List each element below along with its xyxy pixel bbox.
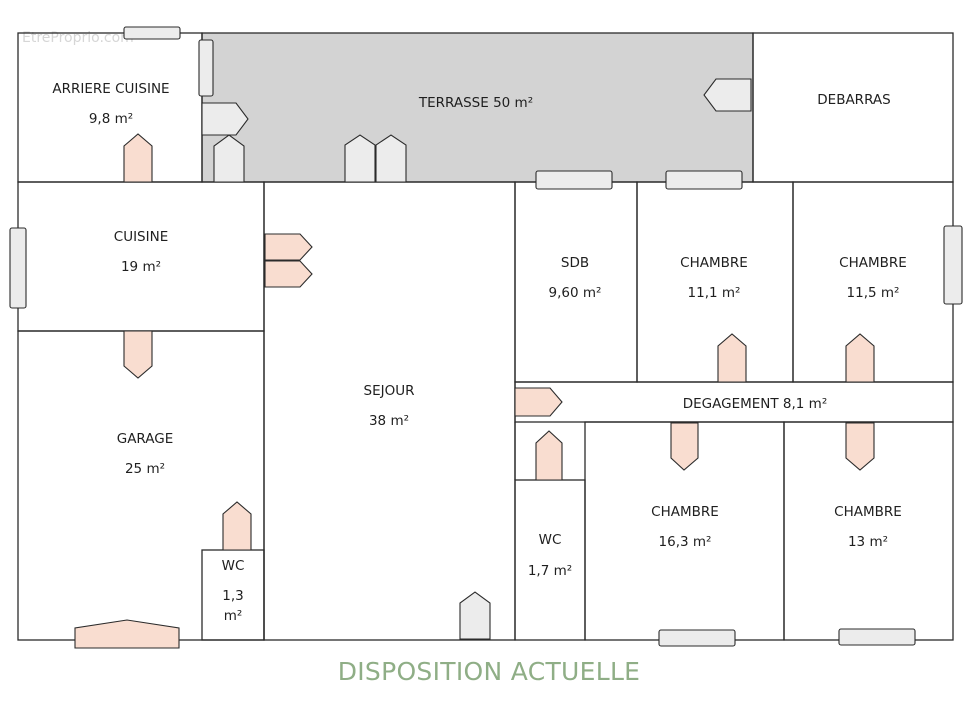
door-icon <box>459 591 491 640</box>
window <box>943 225 963 305</box>
door-icon <box>703 78 752 112</box>
door-icon <box>123 133 153 183</box>
label-garage: GARAGE <box>117 431 174 447</box>
door-icon <box>514 387 563 417</box>
room-wc <box>514 479 586 641</box>
area-sdb: 9,60 m² <box>549 285 602 301</box>
door-icon <box>535 430 563 481</box>
door-icon <box>123 330 153 379</box>
door-icon <box>201 102 249 136</box>
door-icon <box>222 501 252 551</box>
garage-door-icon <box>74 619 180 649</box>
area-sejour: 38 m² <box>369 413 409 429</box>
door-icon <box>344 134 376 183</box>
window <box>9 227 27 309</box>
label-terrasse: TERRASSE 50 m² <box>418 95 533 111</box>
room-cuisine <box>17 181 265 332</box>
label-wc-garage: WC <box>222 558 245 574</box>
label-debarras: DEBARRAS <box>817 92 890 108</box>
window <box>665 170 743 190</box>
label-sdb: SDB <box>561 255 589 271</box>
window <box>658 629 736 647</box>
door-icon <box>717 333 747 383</box>
area-wc: 1,7 m² <box>528 563 572 579</box>
area-chambre-4: 13 m² <box>848 534 888 550</box>
area-arriere-cuisine: 9,8 m² <box>89 111 133 127</box>
window <box>535 170 613 190</box>
area-wc-garage-line2: m² <box>224 608 243 624</box>
label-chambre-4: CHAMBRE <box>834 504 902 520</box>
door-icon <box>375 134 407 183</box>
door-icon <box>670 422 699 471</box>
area-cuisine: 19 m² <box>121 259 161 275</box>
room-arriere-cuisine <box>17 32 203 183</box>
area-chambre-2: 11,5 m² <box>847 285 900 301</box>
label-degagement: DEGAGEMENT 8,1 m² <box>683 396 828 412</box>
window <box>198 39 214 97</box>
label-sejour: SEJOUR <box>364 383 415 399</box>
room-chambre-1 <box>636 181 794 383</box>
label-wc: WC <box>539 532 562 548</box>
area-garage: 25 m² <box>125 461 165 477</box>
label-cuisine: CUISINE <box>114 229 168 245</box>
door-icon <box>213 134 245 183</box>
door-icon <box>845 333 875 383</box>
window <box>838 628 916 646</box>
window <box>123 26 181 40</box>
door-icon <box>264 260 313 288</box>
label-arriere-cuisine: ARRIERE CUISINE <box>52 81 169 97</box>
room-sdb <box>514 181 638 383</box>
label-chambre-2: CHAMBRE <box>839 255 907 271</box>
label-chambre-1: CHAMBRE <box>680 255 748 271</box>
area-wc-garage-line1: 1,3 <box>222 588 243 604</box>
door-icon <box>845 422 875 471</box>
terrasse-area <box>202 33 753 182</box>
door-icon <box>264 233 313 261</box>
label-chambre-3: CHAMBRE <box>651 504 719 520</box>
area-chambre-3: 16,3 m² <box>659 534 712 550</box>
area-chambre-1: 11,1 m² <box>688 285 741 301</box>
plan-caption: DISPOSITION ACTUELLE <box>337 657 641 686</box>
watermark: EtreProprio.com <box>22 30 134 46</box>
